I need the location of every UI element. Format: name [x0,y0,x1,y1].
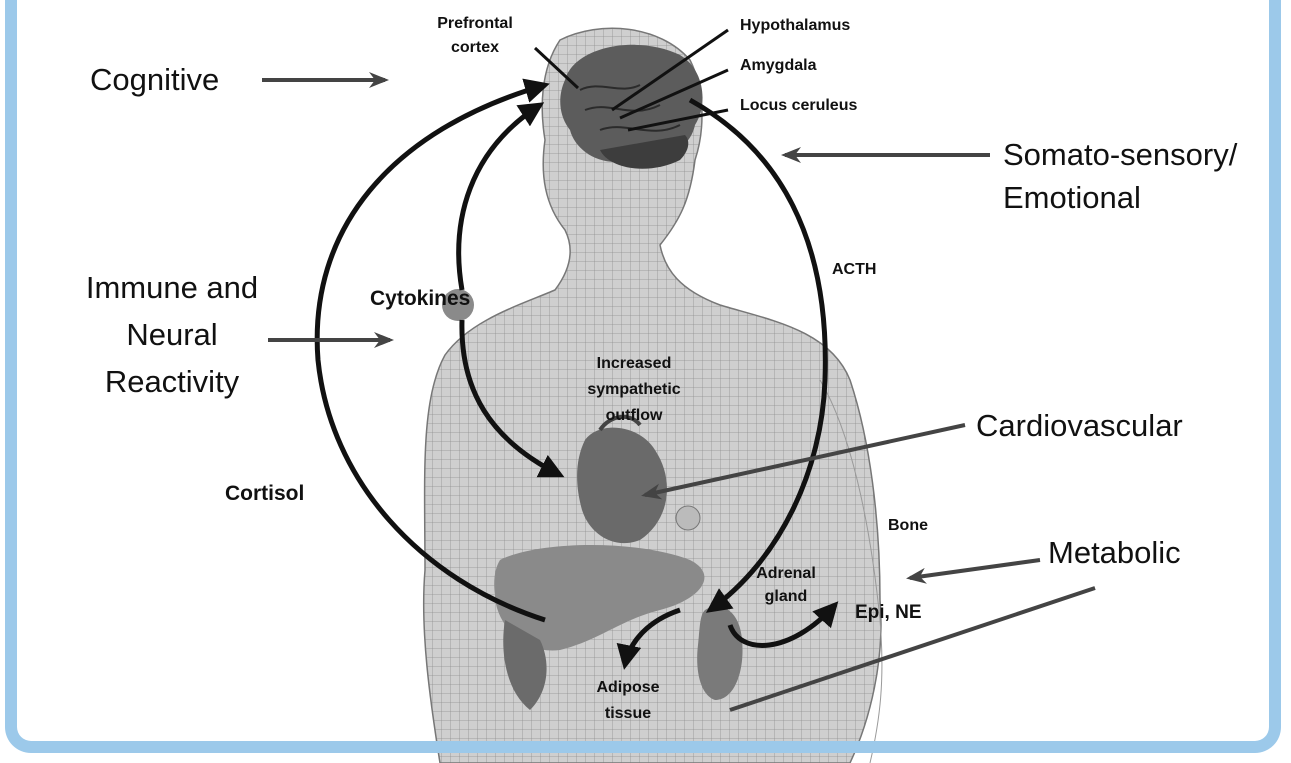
immune-label-2: Neural [126,317,217,352]
metabolic-bone-arrow [910,560,1040,578]
sympathetic-label-1: Increased [597,355,672,372]
amygdala-label: Amygdala [740,57,817,74]
stomach-icon [676,506,700,530]
sympathetic-label-3: outflow [606,407,663,424]
cortisol-label: Cortisol [225,482,304,505]
metabolic-label: Metabolic [1048,535,1181,570]
adrenal-label-1: Adrenal [756,565,816,582]
adipose-label-2: tissue [605,705,651,722]
locus-ceruleus-label: Locus ceruleus [740,97,857,114]
epi-ne-label: Epi, NE [855,602,922,623]
adrenal-label-2: gland [765,588,808,605]
somato-label-1: Somato-sensory/ [1003,137,1238,172]
hypothalamus-label: Hypothalamus [740,17,850,34]
acth-label: ACTH [832,261,876,278]
prefrontal-label-1: Prefrontal [437,15,513,32]
immune-label-1: Immune and [86,270,258,305]
somato-label-2: Emotional [1003,180,1141,215]
cardiovascular-label: Cardiovascular [976,408,1183,443]
sympathetic-label-2: sympathetic [587,381,680,398]
adipose-label-1: Adipose [596,679,659,696]
immune-label-3: Reactivity [105,364,240,399]
cognitive-label: Cognitive [90,62,219,97]
bone-label: Bone [888,517,928,534]
cytokine-up-arrow [459,105,540,290]
prefrontal-label-2: cortex [451,39,499,56]
cytokines-label: Cytokines [370,287,470,310]
